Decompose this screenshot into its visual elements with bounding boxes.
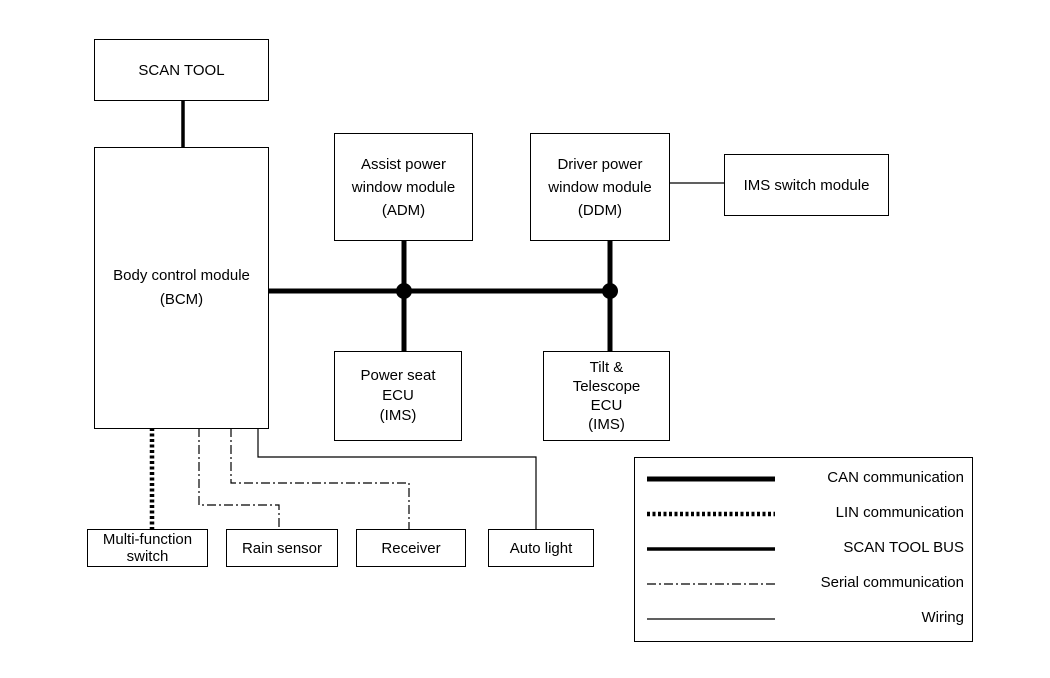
legend-wiring-label: Wiring [921, 609, 964, 626]
adm-label-line1: Assist power [360, 155, 446, 173]
tilt-label-line3: ECU [590, 397, 623, 414]
multi-function-label-line2: switch [126, 548, 169, 565]
ims-switch-module-box: IMS switch module [724, 154, 889, 216]
adm-label-line2: window module [351, 178, 456, 196]
legend-can-label: CAN communication [827, 469, 964, 486]
legend-line-samples [647, 476, 775, 620]
power-seat-label-line1: Power seat [360, 367, 436, 384]
auto-light-box: Auto light [488, 529, 594, 567]
rain-sensor-box: Rain sensor [226, 529, 338, 567]
multi-function-label-line1: Multi-function [102, 531, 193, 548]
ddm-box: Driver power window module (DDM) [530, 133, 670, 241]
legend-lin-label: LIN communication [835, 504, 964, 521]
receiver-label: Receiver [381, 539, 441, 557]
bcm-label-line2: (BCM) [159, 291, 204, 308]
adm-label-line3: (ADM) [381, 201, 426, 219]
power-seat-label-line2: ECU [382, 387, 414, 404]
tilt-label-line2: Telescope [572, 378, 641, 395]
ddm-label-line2: window module [548, 178, 652, 196]
tilt-telescope-ecu-box: Tilt & Telescope ECU (IMS) [543, 351, 670, 441]
legend-serial-label: Serial communication [820, 574, 964, 591]
multi-function-switch-box: Multi-function switch [87, 529, 208, 567]
ims-switch-module-label: IMS switch module [743, 176, 870, 194]
tilt-label-line4: (IMS) [588, 416, 625, 433]
legend-scan-bus-label: SCAN TOOL BUS [843, 539, 964, 556]
ddm-label-line1: Driver power [557, 155, 643, 173]
auto-light-label: Auto light [509, 539, 573, 557]
power-seat-ecu-box: Power seat ECU (IMS) [334, 351, 462, 441]
ddm-label-line3: (DDM) [577, 201, 623, 219]
bcm-label-line1: Body control module [113, 267, 250, 284]
power-seat-label-line3: (IMS) [379, 407, 417, 424]
legend-box: CAN communication LIN communication SCAN… [634, 457, 973, 642]
bcm-box: Body control module (BCM) [94, 147, 269, 429]
wiring-auto-light-line [257, 428, 537, 529]
rain-sensor-label: Rain sensor [241, 539, 323, 557]
can-junction-ddm [602, 283, 618, 299]
serial-receiver-line [230, 428, 410, 529]
serial-rain-sensor-line [198, 428, 280, 529]
scan-tool-box: SCAN TOOL [94, 39, 269, 101]
can-junction-adm [396, 283, 412, 299]
adm-box: Assist power window module (ADM) [334, 133, 473, 241]
scan-tool-label: SCAN TOOL [138, 61, 225, 79]
receiver-box: Receiver [356, 529, 466, 567]
tilt-label-line1: Tilt & [589, 359, 624, 376]
